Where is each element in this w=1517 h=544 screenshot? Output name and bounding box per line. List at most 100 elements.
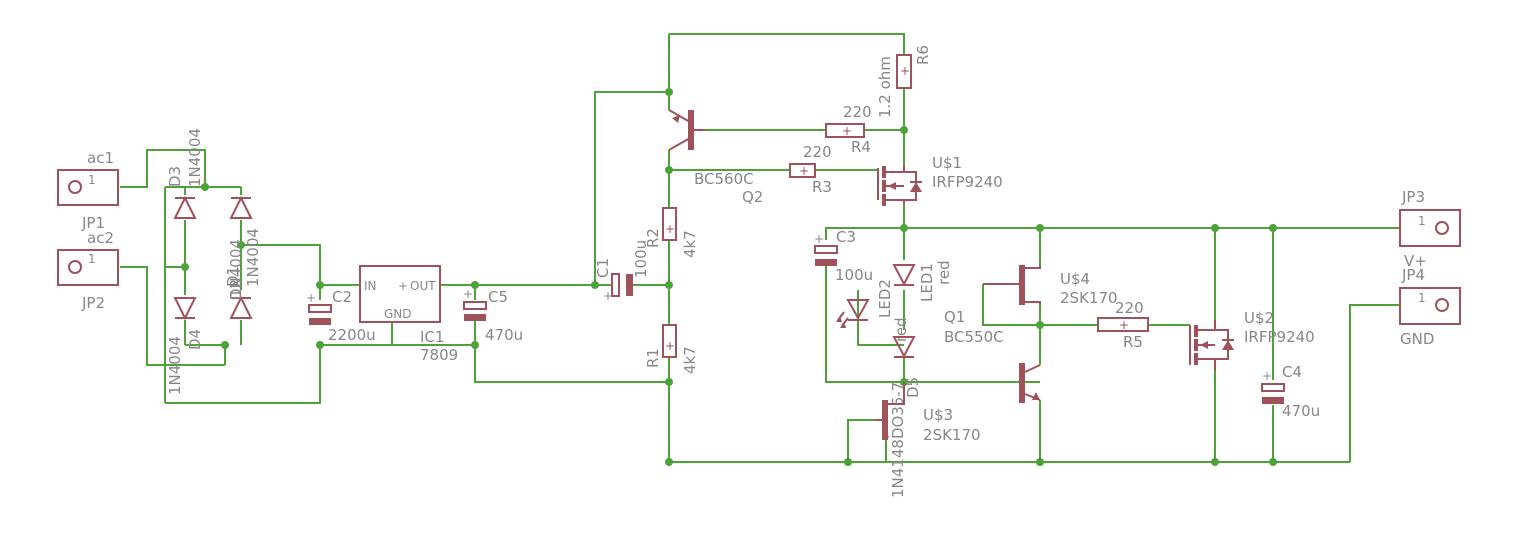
jp1-pin-label: 1 bbox=[88, 173, 96, 187]
r4-name-label: R4 bbox=[851, 138, 871, 156]
connector-jp4: 1 JP4 GND bbox=[1399, 266, 1461, 348]
c5-value-label: 470u bbox=[485, 326, 523, 344]
capacitor-c1: + C1 100u bbox=[594, 240, 650, 303]
resistor-r1: + R1 4k7 bbox=[644, 324, 699, 374]
r3-value-label: 220 bbox=[803, 143, 832, 161]
svg-text:+: + bbox=[463, 287, 473, 301]
q1-value-label: BC550C bbox=[944, 328, 1004, 346]
jp4-net-label: GND bbox=[1400, 330, 1434, 348]
resistor-r2: + R2 4k7 bbox=[644, 207, 699, 258]
connector-jp2: 1 ac2 JP2 bbox=[57, 229, 119, 312]
u2-name-label: U$2 bbox=[1244, 309, 1274, 327]
c2-name-label: C2 bbox=[332, 288, 352, 306]
c2-value-label: 2200u bbox=[328, 326, 376, 344]
jp1-name-label: JP1 bbox=[81, 214, 105, 232]
mosfet-u1: U$1 IRFP9240 bbox=[877, 154, 1003, 206]
d2-name-label: D2 bbox=[227, 279, 245, 300]
d2-value-label: 1N4004 bbox=[227, 239, 245, 298]
r6-name-label: R6 bbox=[914, 45, 932, 65]
r3-name-label: R3 bbox=[812, 178, 832, 196]
r4-value-label: 220 bbox=[843, 103, 872, 121]
led-led1: LED1 red bbox=[892, 260, 953, 302]
d4-value-label: 1N4004 bbox=[166, 336, 184, 395]
r1-value-label: 4k7 bbox=[681, 346, 699, 374]
u2-value-label: IRFP9240 bbox=[1244, 328, 1315, 346]
r2-value-label: 4k7 bbox=[681, 230, 699, 258]
u1-name-label: U$1 bbox=[932, 154, 962, 172]
u3-name-label: U$3 bbox=[923, 406, 953, 424]
diode-d5: D5 1N4148DO35-7 bbox=[889, 336, 922, 498]
jp3-net-label: V+ bbox=[1404, 252, 1427, 270]
led2-value-label: red bbox=[892, 317, 910, 342]
d3-value-label: 1N4004 bbox=[186, 128, 204, 187]
c1-name-label: C1 bbox=[594, 258, 612, 278]
svg-text:+: + bbox=[1119, 318, 1129, 332]
jp3-name-label: JP3 bbox=[1401, 188, 1425, 206]
jp3-pin-label: 1 bbox=[1418, 214, 1426, 228]
connector-jp3: 1 JP3 V+ bbox=[1399, 188, 1461, 270]
c1-value-label: 100u bbox=[632, 240, 650, 278]
svg-text:+: + bbox=[398, 279, 408, 293]
diode-d2: D2 1N4004 bbox=[227, 239, 253, 319]
c3-value-label: 100u bbox=[835, 266, 873, 284]
jp4-name-label: JP4 bbox=[1401, 266, 1425, 284]
jp2-name-label: JP2 bbox=[81, 294, 105, 312]
svg-text:+: + bbox=[900, 64, 910, 78]
d4-name-label: D4 bbox=[186, 329, 204, 350]
resistor-r6: + R6 1.2 ohm bbox=[876, 45, 932, 118]
c4-value-label: 470u bbox=[1282, 402, 1320, 420]
svg-text:+: + bbox=[1262, 369, 1272, 383]
led2-name-label: LED2 bbox=[876, 279, 894, 318]
resistor-r5: + 220 R5 bbox=[1097, 299, 1149, 351]
junction-dots bbox=[181, 88, 1277, 466]
ic1-pin-out-label: OUT bbox=[410, 279, 436, 293]
r1-name-label: R1 bbox=[644, 348, 662, 368]
r5-name-label: R5 bbox=[1123, 333, 1143, 351]
diode-d1: D1 1N4004 bbox=[224, 195, 262, 287]
jp4-pin-label: 1 bbox=[1418, 291, 1426, 305]
resistor-r3: + 220 R3 bbox=[789, 143, 832, 196]
q1-name-label: Q1 bbox=[944, 308, 965, 326]
r2-name-label: R2 bbox=[644, 228, 662, 248]
ic1-name-label: IC1 bbox=[420, 328, 444, 346]
r5-value-label: 220 bbox=[1115, 299, 1144, 317]
capacitor-c3: + C3 100u bbox=[814, 228, 873, 284]
d1-name-label: D1 bbox=[224, 266, 242, 287]
ic1-value-label: 7809 bbox=[420, 346, 458, 364]
svg-text:+: + bbox=[665, 222, 675, 236]
u3-value-label: 2SK170 bbox=[923, 426, 981, 444]
q2-value-label: BC560C bbox=[694, 170, 754, 188]
q2-name-label: Q2 bbox=[742, 188, 763, 206]
svg-text:+: + bbox=[665, 339, 675, 353]
capacitor-c4: + C4 470u bbox=[1261, 363, 1320, 420]
transistor-q1: Q1 BC550C bbox=[944, 308, 1041, 403]
led1-value-label: red bbox=[935, 260, 953, 285]
u4-name-label: U$4 bbox=[1060, 270, 1090, 288]
c4-name-label: C4 bbox=[1282, 363, 1302, 381]
ic1-pin-gnd-label: GND bbox=[384, 307, 412, 321]
connector-jp1: 1 ac1 JP1 bbox=[57, 149, 119, 232]
jfet-u4: U$4 2SK170 bbox=[983, 265, 1118, 307]
wires bbox=[120, 33, 1400, 463]
led-led2: LED2 red bbox=[836, 279, 910, 342]
capacitor-c5: + C5 470u bbox=[463, 287, 523, 344]
diode-d3: D3 1N4004 bbox=[166, 128, 204, 219]
svg-text:+: + bbox=[799, 164, 809, 178]
u4-value-label: 2SK170 bbox=[1060, 289, 1118, 307]
regulator-ic1: IN OUT GND + IC1 7809 bbox=[359, 265, 458, 364]
r6-value-label: 1.2 ohm bbox=[876, 56, 894, 118]
capacitor-c2: + C2 2200u bbox=[306, 288, 376, 344]
resistor-r4: + 220 R4 bbox=[825, 103, 872, 156]
d3-name-label: D3 bbox=[166, 166, 184, 187]
d5-value-label: 1N4148DO35-7 bbox=[889, 382, 907, 498]
led1-name-label: LED1 bbox=[918, 263, 936, 302]
jp1-net-label: ac1 bbox=[87, 149, 114, 167]
d5-name-label: D5 bbox=[904, 377, 922, 398]
svg-text:+: + bbox=[842, 124, 852, 138]
transistor-q2: BC560C Q2 bbox=[668, 109, 763, 206]
c5-name-label: C5 bbox=[488, 288, 508, 306]
svg-text:+: + bbox=[814, 232, 824, 246]
jp2-net-label: ac2 bbox=[87, 229, 114, 247]
ic1-pin-in-label: IN bbox=[364, 279, 377, 293]
jfet-u3: U$3 2SK170 bbox=[875, 382, 981, 444]
